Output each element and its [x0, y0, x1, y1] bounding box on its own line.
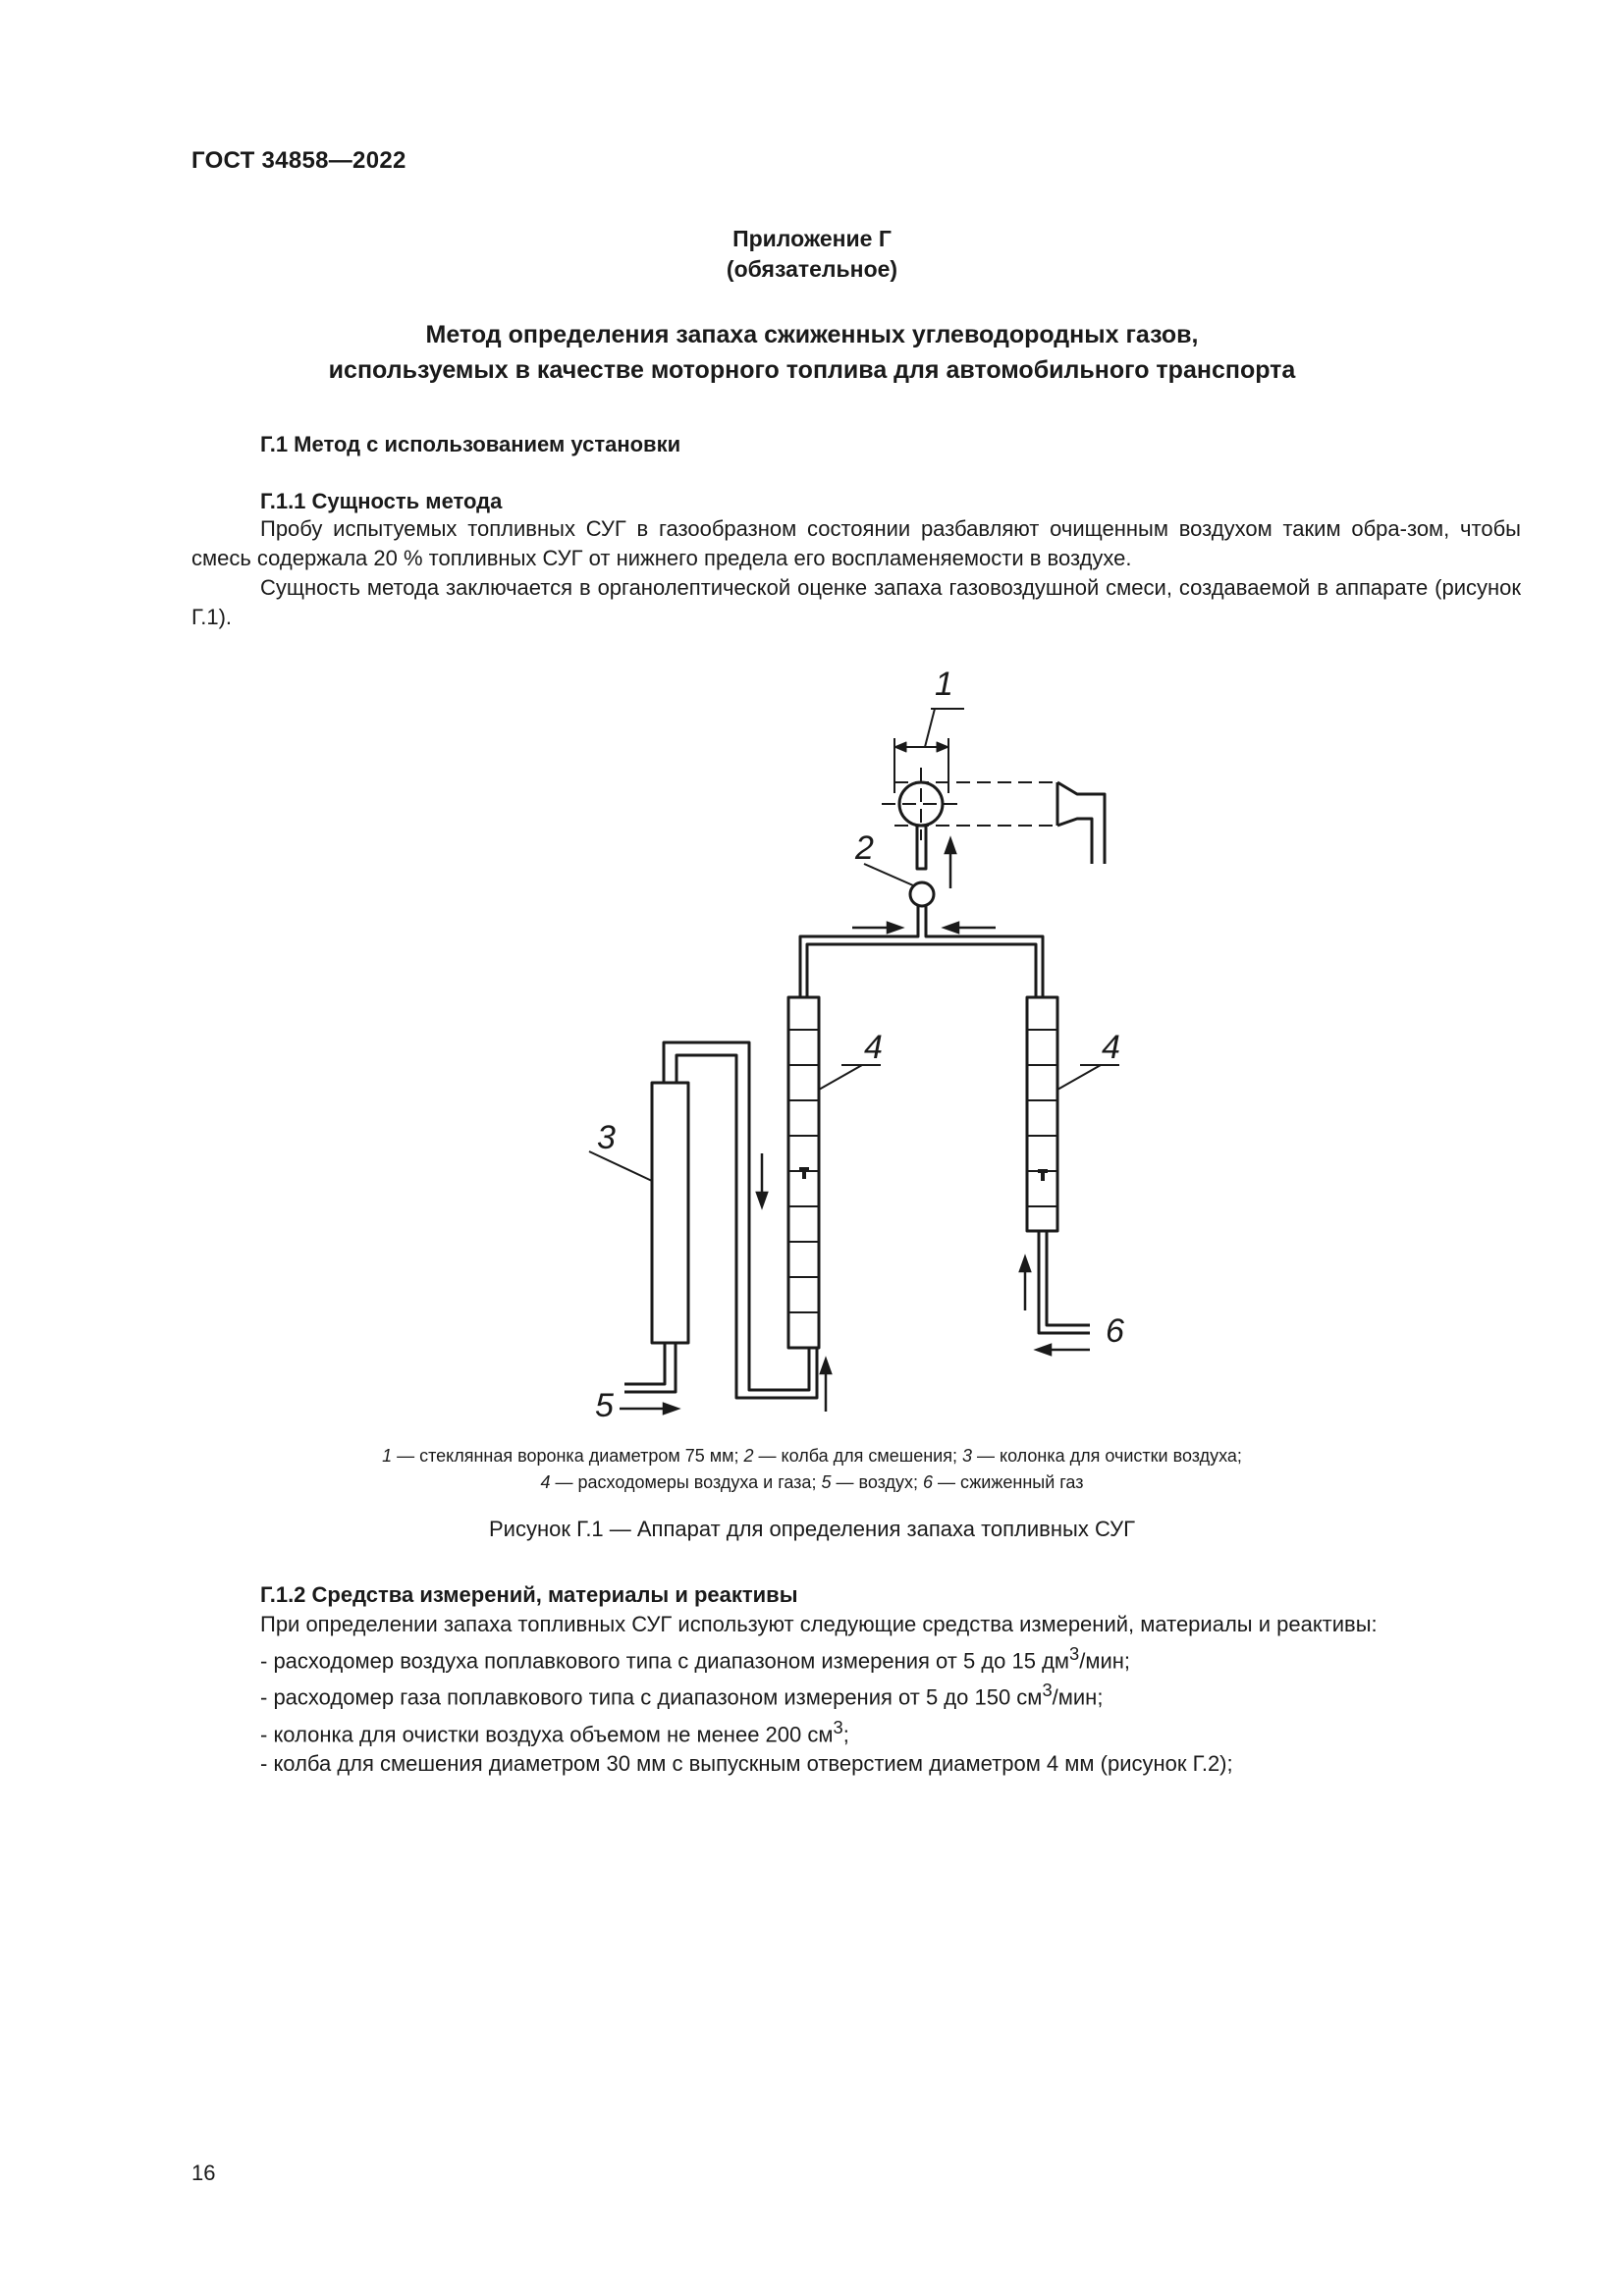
- funnel-bell: [1056, 780, 1107, 864]
- appendix-status: (обязательное): [726, 256, 898, 282]
- list-item: - колба для смешения диаметром 30 мм с в…: [260, 1750, 1233, 1776]
- document-title: Метод определения запаха сжиженных углев…: [0, 317, 1624, 388]
- section-1-1-heading: Г.1.1 Сущность метода: [260, 489, 503, 513]
- section-1-heading: Г.1 Метод с использованием установки: [260, 432, 681, 456]
- label-3: 3: [597, 1119, 616, 1156]
- figure-caption: Рисунок Г.1 — Аппарат для определения за…: [489, 1517, 1135, 1541]
- label-1: 1: [935, 666, 953, 703]
- label-2: 2: [854, 829, 874, 867]
- manifold-tube: [798, 906, 1045, 997]
- list-item: - колонка для очистки воздуха объемом не…: [260, 1716, 849, 1746]
- appendix-heading: Приложение Г (обязательное): [0, 224, 1624, 285]
- label-4-gas: 4: [1102, 1029, 1120, 1066]
- list-item: - расходомер газа поплавкового типа с ди…: [260, 1680, 1104, 1710]
- mixing-flask: [908, 881, 936, 908]
- paragraph: Пробу испытуемых топливных СУГ в газообр…: [191, 516, 1521, 570]
- section-1-1-body: Пробу испытуемых топливных СУГ в газообр…: [191, 514, 1521, 632]
- document-title-line1: Метод определения запаха сжиженных углев…: [425, 321, 1199, 348]
- figure-legend: 1 — стеклянная воронка диаметром 75 мм; …: [0, 1443, 1624, 1496]
- page-number: 16: [191, 2161, 216, 2185]
- apparatus-figure: 1 2 3 4 4 5 6: [588, 666, 1124, 1424]
- section-1-2-heading: Г.1.2 Средства измерений, материалы и ре…: [260, 1582, 798, 1607]
- list-item: - расходомер воздуха поплавкового типа с…: [260, 1643, 1131, 1674]
- legend-line-2: 4 — расходомеры воздуха и газа; 5 — возд…: [540, 1472, 1084, 1492]
- float-icon: [799, 1167, 809, 1179]
- funnel-dashed-outline: [882, 768, 1057, 840]
- gas-flowmeter: [1025, 995, 1059, 1233]
- connection-tube: [662, 1041, 819, 1400]
- document-header: ГОСТ 34858—2022: [191, 147, 406, 174]
- label-4-air: 4: [864, 1029, 883, 1066]
- list-intro: При определении запаха топливных СУГ исп…: [260, 1612, 1378, 1636]
- label-5: 5: [595, 1387, 614, 1424]
- appendix-title: Приложение Г: [732, 226, 892, 251]
- float-icon: [1038, 1169, 1048, 1181]
- paragraph: Сущность метода заключается в органолепт…: [191, 575, 1521, 629]
- flow-arrows: [620, 835, 1090, 1415]
- air-purification-column: [650, 1081, 690, 1345]
- document-title-line2: используемых в качестве моторного топлив…: [328, 356, 1296, 384]
- gas-inlet-tube: [1037, 1231, 1090, 1335]
- label-6: 6: [1106, 1312, 1124, 1350]
- legend-line-1: 1 — стеклянная воронка диаметром 75 мм; …: [382, 1446, 1242, 1466]
- air-inlet-tube: [624, 1343, 677, 1394]
- equipment-list: При определении запаха топливных СУГ исп…: [260, 1610, 1378, 1779]
